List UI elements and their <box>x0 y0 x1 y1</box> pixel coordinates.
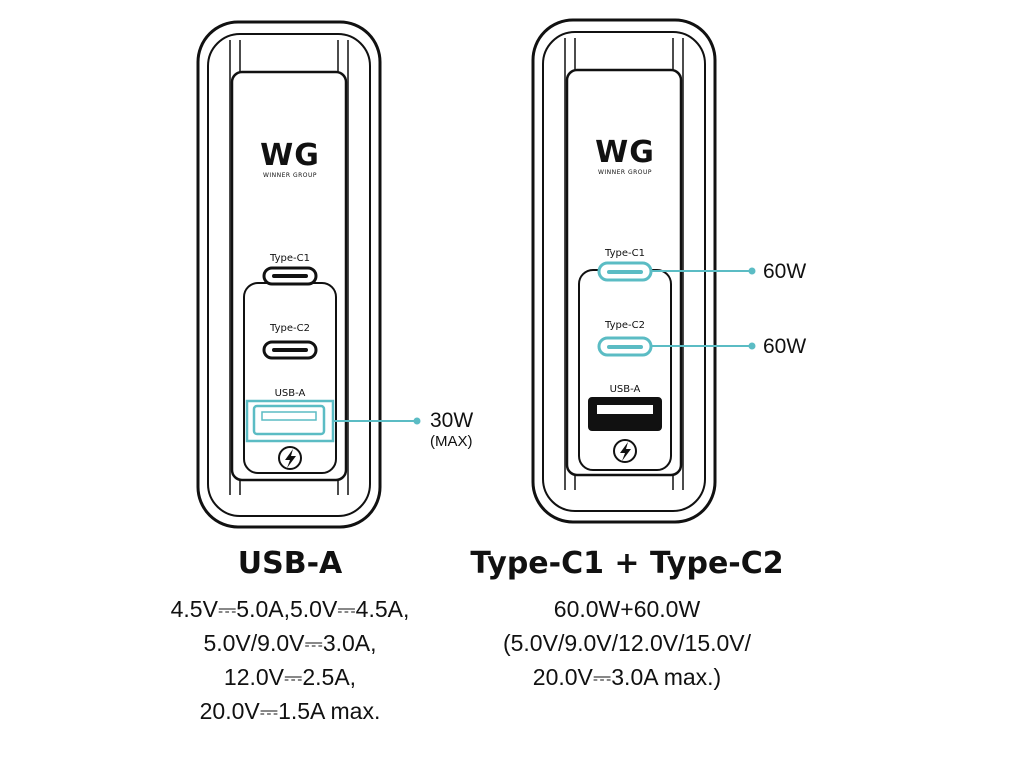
left-caption: USB-A 4.5V⎓5.0A,5.0V⎓4.5A, 5.0V/9.0V⎓3.0… <box>140 546 440 728</box>
lightning-icon <box>278 446 302 470</box>
left-usb-a-port <box>252 404 326 436</box>
right-port-label-type-c1: Type-C1 <box>604 248 645 259</box>
left-caption-title: USB-A <box>237 546 343 581</box>
left-port-label-type-c2: Type-C2 <box>269 323 310 334</box>
left-port-label-usb-a: USB-A <box>275 388 306 399</box>
left-port-label-type-c1: Type-C1 <box>269 253 310 264</box>
left-caption-spec: 4.5V⎓5.0A,5.0V⎓4.5A, 5.0V/9.0V⎓3.0A, 12.… <box>140 592 440 728</box>
right-logo-subtitle: WINNER GROUP <box>598 169 652 176</box>
left-logo-subtitle: WINNER GROUP <box>263 172 317 179</box>
right-spec-line: 60.0W+60.0W <box>553 596 701 622</box>
right-type-c1-port-inner <box>607 270 643 274</box>
left-callout-note: (MAX) <box>430 433 473 450</box>
right-type-c2-port-inner <box>607 345 643 349</box>
right-usb-a-port-tongue <box>597 405 653 414</box>
right-callout-dot-c1 <box>748 267 756 275</box>
right-callout-c2-value: 60W <box>763 335 806 358</box>
left-callout-dot <box>413 417 421 425</box>
charger-diagram: WG WINNER GROUP Type-C1 Type-C2 USB-A 30… <box>196 18 806 529</box>
left-spec-line: 12.0V⎓2.5A, <box>223 664 357 690</box>
right-callout-dot-c2 <box>748 342 756 350</box>
left-spec-line: 4.5V⎓5.0A,5.0V⎓4.5A, <box>170 596 410 622</box>
left-logo: WG <box>260 138 320 173</box>
left-type-c2-port-inner <box>272 348 308 352</box>
left-spec-line: 5.0V/9.0V⎓3.0A, <box>203 630 377 656</box>
left-type-c1-port-inner <box>272 274 308 278</box>
left-callout-value: 30W <box>430 409 473 432</box>
right-spec-line: 20.0V⎓3.0A max.) <box>532 664 722 690</box>
left-spec-line: 20.0V⎓1.5A max. <box>199 698 381 724</box>
right-caption-title: Type-C1 + Type-C2 <box>470 546 784 581</box>
left-charger-outer-shell <box>196 20 382 529</box>
right-caption-spec: 60.0W+60.0W (5.0V/9.0V/12.0V/15.0V/ 20.0… <box>460 592 794 694</box>
right-port-label-type-c2: Type-C2 <box>604 320 645 331</box>
left-charger-inner-shell <box>207 33 371 517</box>
right-logo: WG <box>595 135 655 170</box>
right-port-label-usb-a: USB-A <box>610 384 641 395</box>
lightning-icon <box>613 439 637 463</box>
right-caption: Type-C1 + Type-C2 60.0W+60.0W (5.0V/9.0V… <box>460 546 794 694</box>
right-spec-line: (5.0V/9.0V/12.0V/15.0V/ <box>502 630 752 656</box>
left-usb-a-port-tongue <box>261 411 317 421</box>
right-callout-c1-value: 60W <box>763 260 806 283</box>
